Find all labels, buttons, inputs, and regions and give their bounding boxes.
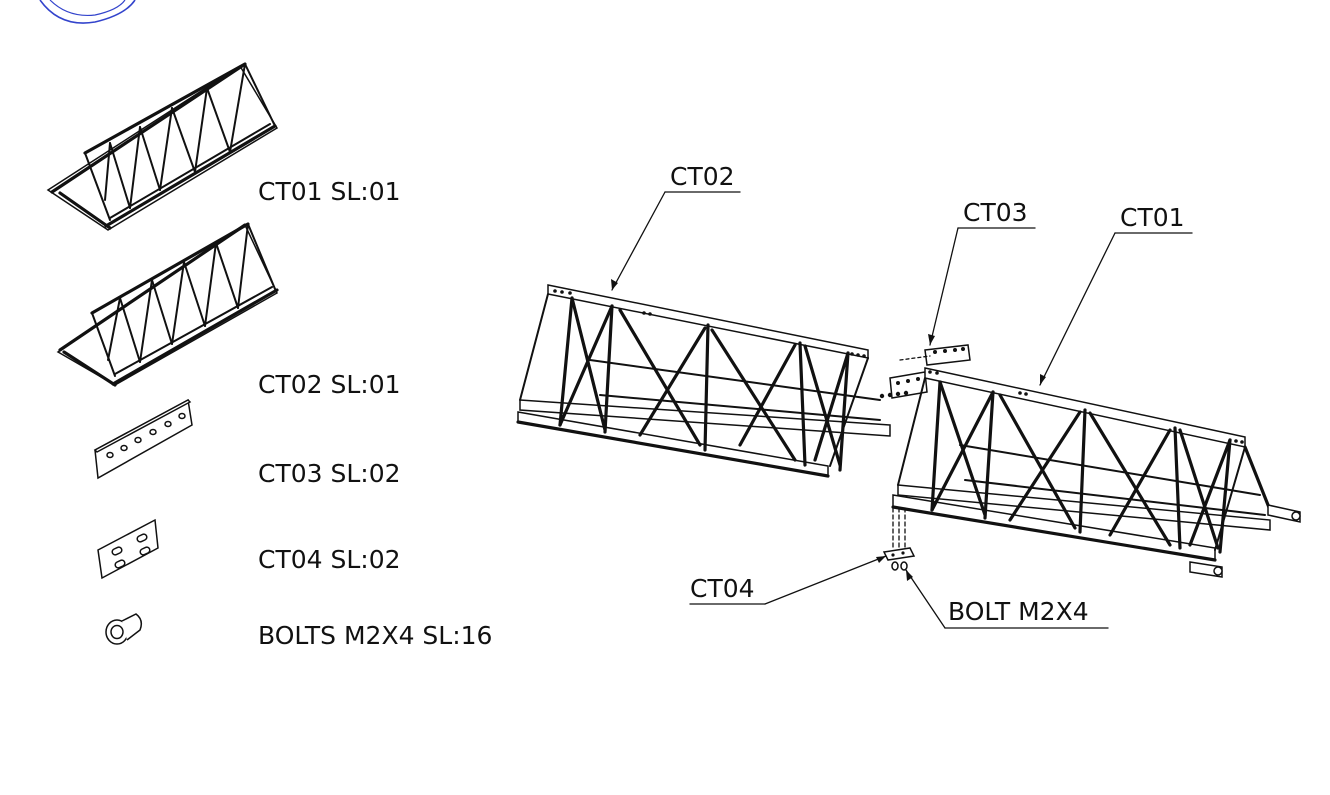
callout-ct01: CT01: [1039, 203, 1193, 386]
callout-ct04: CT04: [689, 555, 887, 605]
bom-label-bolts: BOLTS M2X4 SL:16: [258, 621, 492, 650]
bom-label-ct03: CT03 SL:02: [258, 459, 401, 488]
truss-ct02: [516, 284, 891, 478]
callout-ct03: CT03: [928, 198, 1036, 346]
connector-plates-ct03: [879, 344, 971, 399]
callout-ct02: CT02: [611, 162, 741, 291]
bom-label-ct02: CT02 SL:01: [258, 370, 401, 399]
bom-label-ct04: CT04 SL:02: [258, 545, 401, 574]
callout-label-ct02: CT02: [670, 162, 735, 191]
logo-emblem: [39, 0, 136, 24]
bolt-thumbnail: [105, 613, 143, 645]
connector-plate-ct04: [882, 507, 916, 571]
callout-label-bolt: BOLT M2X4: [948, 597, 1089, 626]
callout-label-ct01: CT01: [1120, 203, 1185, 232]
ct04-thumbnail: [97, 518, 159, 580]
bom-label-ct01: CT01 SL:01: [258, 177, 401, 206]
truss-ct01: [891, 367, 1301, 578]
callout-bolt: BOLT M2X4: [905, 569, 1109, 629]
ct01-thumbnail: [46, 62, 279, 231]
ct02-thumbnail: [56, 222, 279, 387]
callout-label-ct03: CT03: [963, 198, 1028, 227]
ct03-thumbnail: [93, 398, 193, 480]
callout-label-ct04: CT04: [690, 574, 755, 603]
